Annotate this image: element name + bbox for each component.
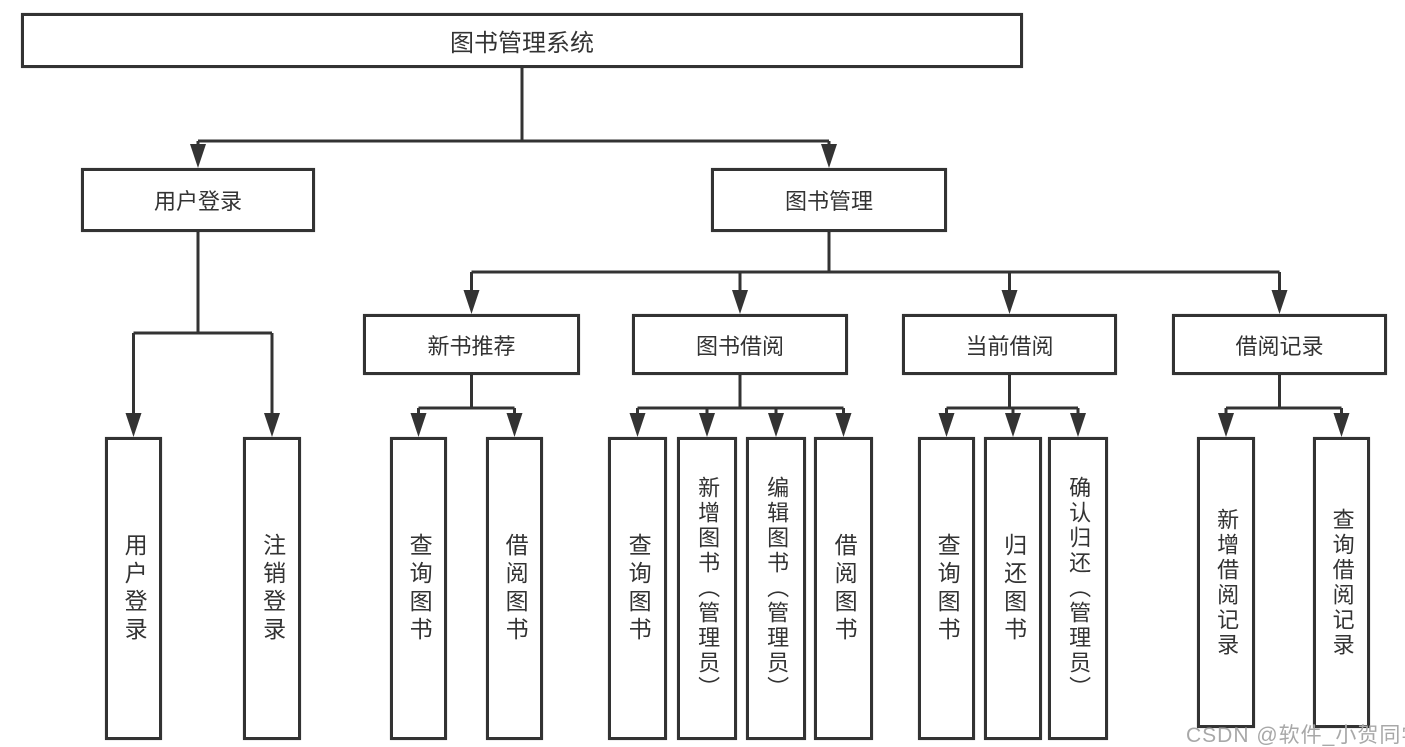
node-new-book-recommend-label: 新书推荐 xyxy=(427,333,516,359)
leaf-borrow-add-book-admin-label: 新增图书（管理员） xyxy=(695,476,721,701)
node-current-borrow-label: 当前借阅 xyxy=(965,333,1054,359)
leaf-user-login-label: 用户登录 xyxy=(121,532,148,645)
node-book-management-label: 图书管理 xyxy=(784,189,873,214)
connector-current-borrow-to-leaves xyxy=(938,375,1086,437)
leaf-borrow-borrow-book: 借阅图书 xyxy=(814,437,873,740)
node-book-borrow-label: 图书借阅 xyxy=(695,333,784,359)
leaf-current-return-book: 归还图书 xyxy=(984,437,1042,740)
leaf-logout-login: 注销登录 xyxy=(243,437,301,740)
leaf-user-login: 用户登录 xyxy=(105,437,162,740)
leaf-recommend-query-book-label: 查询图书 xyxy=(406,532,433,645)
leaf-borrow-query-book-label: 查询图书 xyxy=(625,532,652,645)
connector-new-book-recommend-to-leaves xyxy=(410,375,523,437)
leaf-current-query-book: 查询图书 xyxy=(918,437,975,740)
node-borrow-records-label: 借阅记录 xyxy=(1235,333,1324,359)
connector-root-to-level2 xyxy=(190,68,837,168)
node-current-borrow: 当前借阅 xyxy=(902,314,1117,375)
connector-user-login-to-leaves xyxy=(125,232,280,437)
node-user-login-label: 用户登录 xyxy=(153,189,242,214)
leaf-recommend-query-book: 查询图书 xyxy=(390,437,447,740)
node-root: 图书管理系统 xyxy=(21,13,1023,68)
leaf-recommend-borrow-book: 借阅图书 xyxy=(486,437,543,740)
leaf-current-confirm-return-admin-label: 确认归还（管理员） xyxy=(1066,476,1092,701)
csdn-watermark: CSDN @软件_小贺同学 xyxy=(1186,724,1405,747)
connector-book-management-to-level3 xyxy=(463,232,1288,314)
node-user-login: 用户登录 xyxy=(81,168,315,232)
leaf-borrow-edit-book-admin-label: 编辑图书（管理员） xyxy=(764,476,790,701)
node-borrow-records: 借阅记录 xyxy=(1172,314,1387,375)
leaf-borrow-edit-book-admin: 编辑图书（管理员） xyxy=(746,437,806,740)
leaf-records-add-record-label: 新增借阅记录 xyxy=(1214,507,1240,658)
node-book-borrow: 图书借阅 xyxy=(632,314,848,375)
node-book-management: 图书管理 xyxy=(711,168,947,232)
node-new-book-recommend: 新书推荐 xyxy=(363,314,580,375)
node-root-label: 图书管理系统 xyxy=(450,30,594,57)
connector-book-borrow-to-leaves xyxy=(629,375,852,437)
leaf-records-add-record: 新增借阅记录 xyxy=(1197,437,1255,728)
leaf-borrow-add-book-admin: 新增图书（管理员） xyxy=(677,437,737,740)
leaf-recommend-borrow-book-label: 借阅图书 xyxy=(502,532,529,645)
connector-borrow-records-to-leaves xyxy=(1218,375,1350,437)
leaf-borrow-query-book: 查询图书 xyxy=(608,437,667,740)
leaf-current-return-book-label: 归还图书 xyxy=(1000,532,1027,645)
leaf-records-query-record-label: 查询借阅记录 xyxy=(1329,507,1355,658)
leaf-borrow-borrow-book-label: 借阅图书 xyxy=(831,532,858,645)
leaf-logout-login-label: 注销登录 xyxy=(259,532,286,645)
leaf-records-query-record: 查询借阅记录 xyxy=(1313,437,1370,728)
leaf-current-confirm-return-admin: 确认归还（管理员） xyxy=(1048,437,1108,740)
leaf-current-query-book-label: 查询图书 xyxy=(934,532,961,645)
